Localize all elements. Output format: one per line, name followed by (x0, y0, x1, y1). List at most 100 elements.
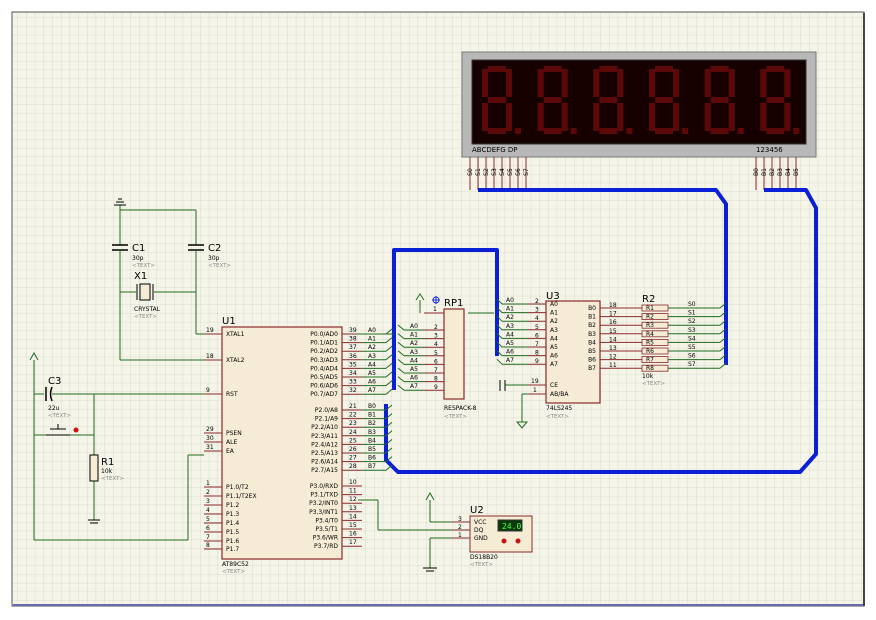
u1-pin-name: P3.1/TXD (310, 492, 338, 499)
u1-pin-name: P1.6 (226, 538, 239, 545)
rp1-text: <TEXT> (444, 414, 467, 420)
c1-text: <TEXT> (132, 263, 155, 269)
u1-pin-name: P0.2/AD2 (310, 348, 338, 355)
reset-circuit[interactable]: C3 22u <TEXT> R1 10k <TEXT> (29, 351, 204, 541)
u2-text: <TEXT> (470, 562, 493, 568)
pushbutton-icon[interactable] (73, 427, 79, 433)
u3-pin-name: A7 (550, 361, 558, 368)
r2-net-label: S0 (688, 301, 696, 308)
display-digit (649, 66, 688, 134)
u1-pin-name: P1.1/T2EX (226, 493, 257, 500)
u3-net-label: A4 (506, 331, 514, 338)
u1-net-label: A6 (368, 379, 376, 386)
u1-pin-num: 13 (349, 505, 357, 512)
resistor-pack-rp1[interactable]: RP1 RESPACK-8 <TEXT> 1 2A03A14A25A36A47A… (397, 293, 477, 420)
u1-net-label: B3 (368, 429, 376, 436)
u1-pin-name: P2.5/A13 (311, 450, 338, 457)
u1-pin-name: ALE (226, 439, 237, 446)
u3-pin-num: 16 (609, 319, 617, 326)
mcu-u1[interactable]: U1 AT89C52 <TEXT> 19XTAL118XTAL29RST29PS… (204, 316, 393, 575)
u3-pin-name: A6 (550, 353, 558, 360)
u1-pin-num: 10 (349, 479, 357, 486)
u3-net-label: A5 (506, 340, 514, 347)
display-digit (760, 66, 800, 134)
u1-pin-num: 17 (349, 539, 357, 546)
u2-pin-name: VCC (474, 519, 486, 526)
display-digit (482, 66, 521, 134)
display-digit (537, 66, 577, 134)
rp1-pin-num: 8 (434, 376, 438, 383)
u1-net-label: B1 (368, 412, 376, 419)
rp1-pin-num: 6 (434, 358, 438, 365)
display-digit-pin: B0 (753, 168, 760, 176)
u1-pin-num: 6 (206, 525, 210, 532)
u3-pin-name: A5 (550, 344, 558, 351)
display-digit-pin: B3 (777, 168, 784, 176)
u3-pin-num: 18 (609, 302, 617, 309)
u1-pin-num: 34 (349, 370, 357, 377)
u1-pin-name: P1.4 (226, 520, 239, 527)
u1-pin-num: 2 (206, 489, 210, 496)
oscillator-circuit[interactable]: C1 30p <TEXT> C2 30p <TEXT> X1 CRYSTAL <… (112, 198, 231, 361)
u1-pin-num: 29 (206, 426, 214, 433)
u1-pin-num: 26 (349, 446, 357, 453)
u1-pin-num: 38 (349, 336, 357, 343)
c2-value: 30p (208, 255, 220, 262)
display-seg-pin: S3 (491, 168, 498, 176)
u1-pin-num: 36 (349, 353, 357, 360)
r2-net-label: S2 (688, 318, 696, 325)
rp1-net-label: A6 (410, 375, 418, 382)
r2-net-label: S7 (688, 361, 696, 368)
u3-pin-num: 9 (535, 358, 539, 365)
rp1-net-label: A7 (410, 383, 418, 390)
u3-pin-num: 6 (535, 332, 539, 339)
u1-pin-num: 18 (206, 353, 214, 360)
u1-pin-name: P0.4/AD4 (310, 365, 338, 372)
u2-ref: U2 (470, 505, 484, 516)
u1-pin-num: 19 (206, 327, 214, 334)
u1-net-label: A7 (368, 387, 376, 394)
u1-pin-name: P0.0/AD0 (310, 331, 338, 338)
u1-pin-name: P0.3/AD3 (310, 357, 338, 364)
u1-pin-name: P1.5 (226, 529, 239, 536)
u1-pin-num: 25 (349, 437, 357, 444)
display-digit (704, 66, 744, 134)
u3-net-label: A1 (506, 306, 514, 313)
u3-net-label: A6 (506, 349, 514, 356)
temp-up-icon[interactable] (515, 538, 521, 544)
u1-pin-name: P3.0/RXD (310, 483, 338, 490)
temp-down-icon[interactable] (501, 538, 507, 544)
u1-pin-name: EA (226, 448, 235, 455)
u1-pin-name: XTAL2 (226, 357, 245, 364)
r1-text: <TEXT> (101, 476, 124, 482)
resistor-array-r2[interactable]: R2 10k <TEXT> R1S0R2S1R3S2R4S3R5S4R6S5R7… (641, 294, 727, 387)
u3-pin-name: B5 (588, 348, 596, 355)
u1-pin-name: P2.1/A9 (315, 416, 338, 423)
u3-pin-num: 12 (609, 354, 617, 361)
u1-pin-num: 12 (349, 496, 357, 503)
c2-text: <TEXT> (208, 263, 231, 269)
display-segment-labels: ABCDEFG DP (472, 146, 517, 154)
u3-pin-num: 5 (535, 324, 539, 331)
r2-value: 10k (642, 373, 654, 380)
u1-pin-num: 4 (206, 507, 210, 514)
u1-pin-num: 35 (349, 361, 357, 368)
u3-pin-name: B1 (588, 314, 596, 321)
r2-net-label: S5 (688, 344, 696, 351)
u1-pin-name: P0.6/AD6 (310, 383, 338, 390)
u1-pin-name: P3.7/RD (314, 543, 338, 550)
u1-pin-name: P1.7 (226, 546, 239, 553)
r2-resistor-label: R3 (646, 322, 654, 329)
u1-net-label: A3 (368, 353, 376, 360)
display-seg-pin: S5 (507, 168, 514, 176)
rp1-net-label: A2 (410, 340, 418, 347)
rp1-net-label: A1 (410, 332, 418, 339)
u3-pin-num: 13 (609, 345, 617, 352)
u1-net-label: B4 (368, 437, 376, 444)
x1-ref: X1 (134, 271, 147, 282)
u3-pin-num: 7 (535, 341, 539, 348)
